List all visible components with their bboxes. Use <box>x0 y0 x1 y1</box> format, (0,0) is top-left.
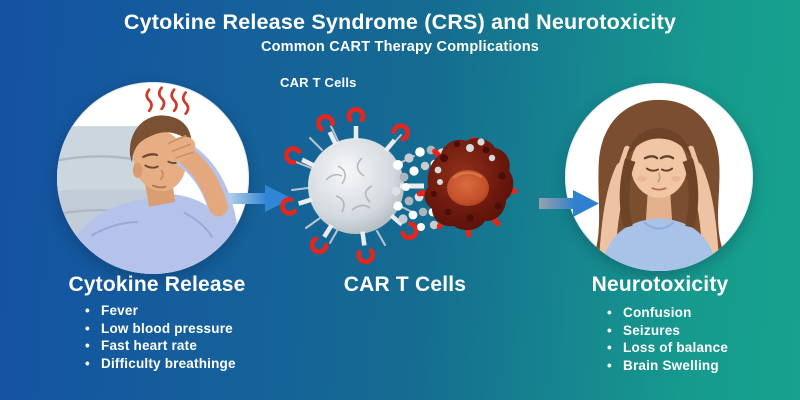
cytokine-release-heading: Cytokine Release <box>68 273 246 296</box>
cytokine-dots <box>391 145 458 231</box>
tumor-cell-illustration <box>419 138 514 235</box>
symptom-list-item: Brain Swelling <box>607 358 728 373</box>
symptom-list-item: Fever <box>85 304 236 318</box>
cytokine-release-symptom-list: FeverLow blood pressureFast heart rateDi… <box>85 304 236 374</box>
car-t-cell-illustration <box>281 109 442 262</box>
neurotoxicity-patient-image <box>565 83 753 271</box>
woman-figure <box>595 99 723 271</box>
car-t-cells-top-label: CAR T Cells <box>280 75 357 90</box>
neurotoxicity-heading: Neurotoxicity <box>591 273 729 296</box>
symptom-list-item: Loss of balance <box>607 341 728 355</box>
man-with-fever-illustration <box>57 86 240 274</box>
car-t-cells-heading: CAR T Cells <box>343 273 467 296</box>
woman-with-headache-illustration <box>595 99 723 271</box>
page-subtitle: Common CART Therapy Complications <box>260 39 540 55</box>
cytokine-release-patient-image <box>57 82 249 274</box>
heat-squiggles-icon <box>145 86 190 116</box>
symptom-list-item: Fast heart rate <box>85 339 236 353</box>
symptom-list-item: Seizures <box>607 323 728 338</box>
symptom-list-item: Confusion <box>607 306 728 320</box>
man-figure <box>61 115 240 274</box>
symptom-list-item: Difficulty breathinge <box>85 356 236 371</box>
symptom-list-item: Low blood pressure <box>85 321 236 336</box>
page-title: Cytokine Release Syndrome (CRS) and Neur… <box>123 10 677 34</box>
neurotoxicity-symptom-list: ConfusionSeizuresLoss of balanceBrain Sw… <box>607 306 728 376</box>
